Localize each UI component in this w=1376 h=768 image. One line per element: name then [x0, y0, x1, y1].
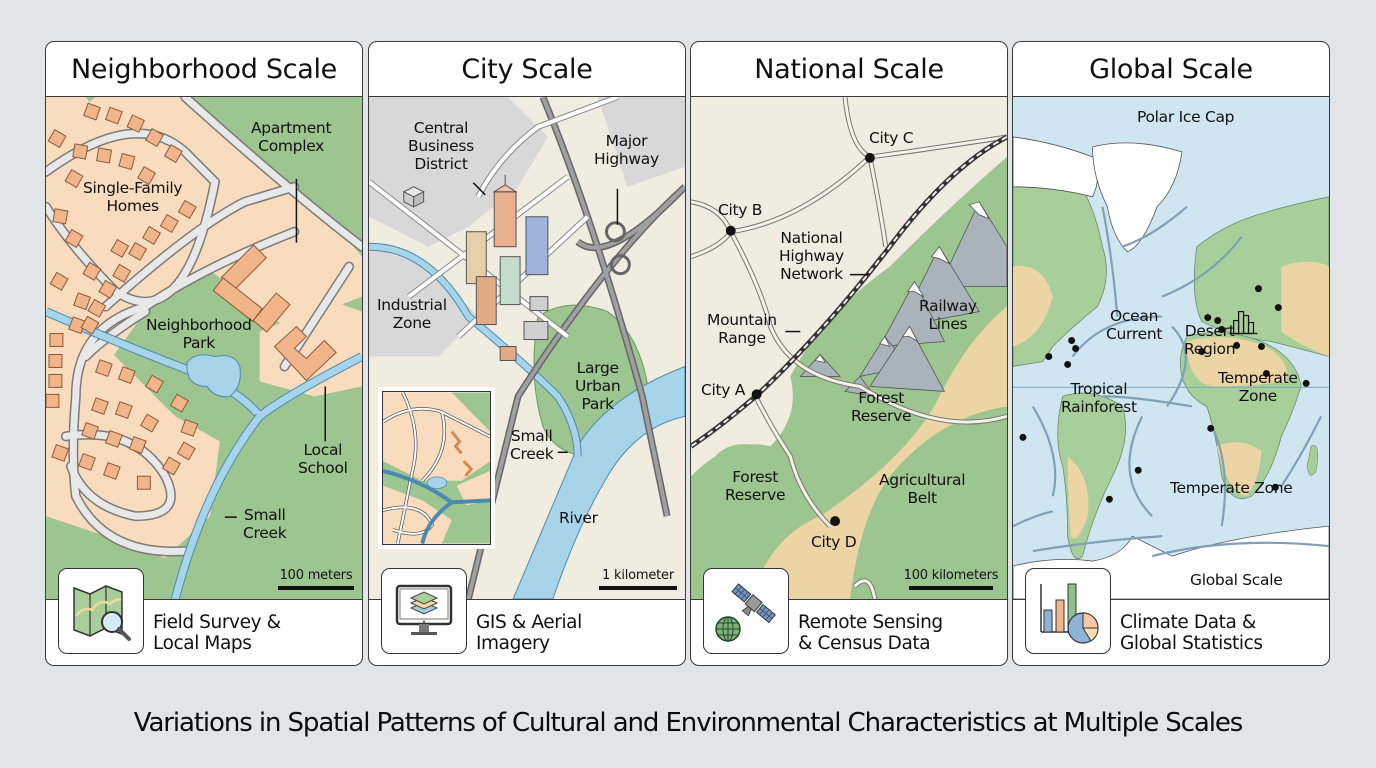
label-major-highway: Major Highway: [594, 132, 659, 168]
scale-bar-label: 100 kilometers: [903, 568, 999, 583]
panel-title: Global Scale: [1013, 42, 1329, 97]
label-small-creek: Small Creek: [510, 427, 554, 463]
satellite-globe-icon: [703, 568, 789, 654]
global-map-graphic: [1013, 97, 1329, 599]
method-label: Climate Data & Global Statistics: [1120, 612, 1263, 654]
label-small-creek: Small Creek: [243, 506, 287, 542]
panel-title: City Scale: [369, 42, 685, 97]
label-agricultural-belt: Agricultural Belt: [879, 471, 966, 507]
label-desert-region: Desert Region: [1184, 322, 1236, 358]
label-river: River: [559, 509, 598, 527]
neighborhood-map: Apartment Complex Single-Family Homes Ne…: [46, 97, 362, 600]
label-central-business-district: Central Business District: [408, 119, 474, 173]
label-railway-lines: Railway Lines: [919, 297, 977, 333]
label-forest-reserve-1: Forest Reserve: [851, 389, 912, 425]
panel-title: National Scale: [691, 42, 1007, 97]
label-tropical-rainforest: Tropical Rainforest: [1061, 380, 1137, 416]
label-polar-ice-cap: Polar Ice Cap: [1137, 108, 1235, 126]
method-label: Remote Sensing & Census Data: [798, 612, 943, 654]
panel-footer: Field Survey & Local Maps: [46, 600, 362, 664]
method-label: Field Survey & Local Maps: [153, 612, 281, 654]
label-mountain-range: Mountain Range: [707, 311, 777, 347]
label-single-family-homes: Single-Family Homes: [83, 179, 183, 215]
scale-bar-line: [599, 586, 677, 590]
scale-bar-label: 100 meters: [279, 568, 353, 583]
label-apartment-complex: Apartment Complex: [251, 119, 332, 155]
label-city-b: City B: [718, 201, 763, 219]
scale-bar: 100 meters: [278, 568, 354, 590]
panel-footer: GIS & Aerial Imagery: [369, 600, 685, 664]
label-ocean-current: Ocean Current: [1106, 307, 1163, 343]
city-map: Central Business District Major Highway …: [369, 97, 685, 600]
label-city-c: City C: [869, 129, 914, 147]
panel-city-scale: City Scale: [368, 41, 686, 666]
label-industrial-zone: Industrial Zone: [377, 296, 447, 332]
neighborhood-map-graphic: [46, 97, 362, 599]
label-local-school: Local School: [298, 441, 348, 477]
label-large-urban-park: Large Urban Park: [575, 359, 621, 413]
global-map: Polar Ice Cap Ocean Current Desert Regio…: [1013, 97, 1329, 600]
panel-footer: Remote Sensing & Census Data: [691, 600, 1007, 664]
bar-pie-chart-icon: [1025, 568, 1111, 654]
panel-footer: Climate Data & Global Statistics: [1013, 600, 1329, 664]
scale-bar: 100 kilometers: [903, 568, 999, 590]
label-national-highway-network: National Highway Network: [779, 229, 844, 283]
label-temperate-zone-south: Temperate Zone: [1170, 479, 1293, 497]
label-neighborhood-park: Neighborhood Park: [146, 316, 252, 352]
main-title: Variations in Spatial Patterns of Cultur…: [133, 708, 1244, 738]
panel-global-scale: Global Scale: [1012, 41, 1330, 666]
scale-bar-line: [278, 586, 354, 590]
panel-national-scale: National Scale: [690, 41, 1008, 666]
scale-bar: 1 kilometer: [599, 568, 677, 590]
panel-neighborhood-scale: Neighborhood Scale: [45, 41, 363, 666]
scale-bar-label: 1 kilometer: [601, 568, 674, 583]
label-forest-reserve-2: Forest Reserve: [725, 468, 786, 504]
label-city-d: City D: [811, 533, 857, 551]
monitor-layers-icon: [381, 568, 467, 654]
national-map-graphic: [691, 97, 1007, 599]
panel-title: Neighborhood Scale: [46, 42, 362, 97]
folded-map-magnifier-icon: [58, 568, 144, 654]
national-map: City C City B National Highway Network R…: [691, 97, 1007, 600]
label-temperate-zone-africa: Temperate Zone: [1218, 369, 1298, 405]
method-label: GIS & Aerial Imagery: [476, 612, 582, 654]
scale-bar-line: [909, 586, 993, 590]
inset-neighborhood-map: [378, 387, 495, 549]
label-global-scale: Global Scale: [1190, 571, 1283, 589]
label-city-a: City A: [701, 381, 746, 399]
city-map-graphic: [369, 97, 685, 599]
